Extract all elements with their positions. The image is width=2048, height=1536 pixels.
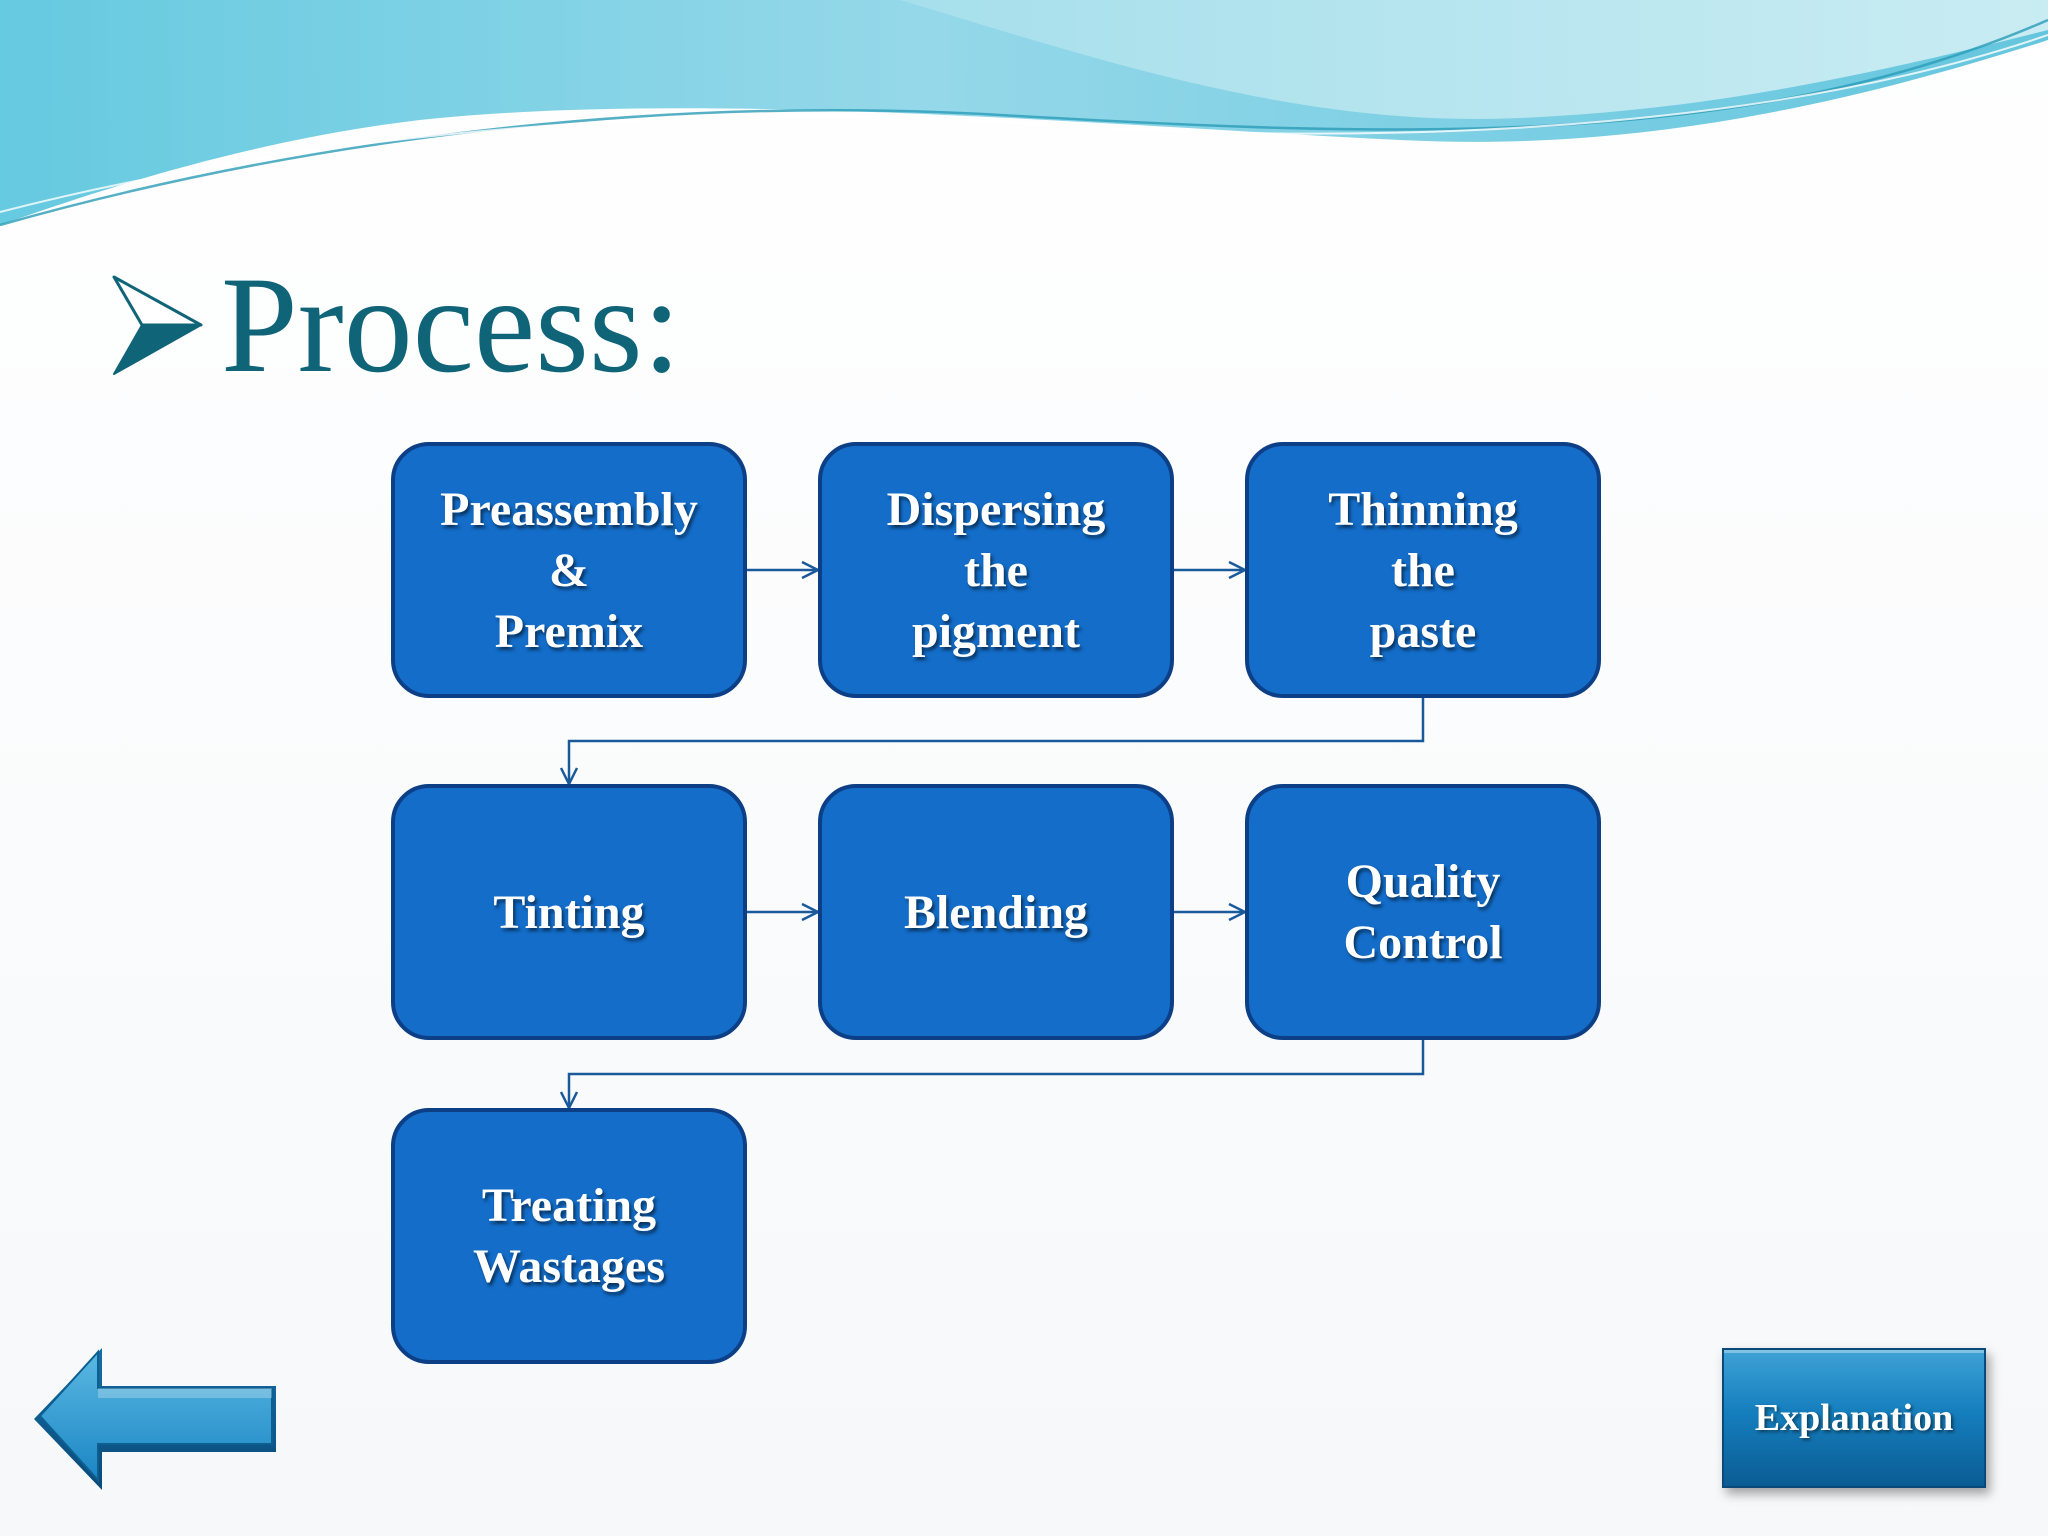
connector-quality-to-treating [569,1040,1425,1108]
header-wave [0,0,2048,227]
slide-title: Process: [110,250,681,400]
explanation-button[interactable]: Explanation [1722,1348,1986,1488]
connector-thinning-to-tinting [569,698,1425,784]
process-step-quality-control: Quality Control [1245,784,1601,1040]
process-step-preassembly: Preassembly & Premix [391,442,747,698]
process-step-treating-wastages: Treating Wastages [391,1108,747,1364]
process-step-dispersing: Dispersing the pigment [818,442,1174,698]
process-step-thinning: Thinning the paste [1245,442,1601,698]
arrowhead-bullet-icon [112,275,203,375]
page-title: Process: [221,248,681,401]
left-arrow-icon[interactable] [32,1346,282,1492]
process-step-tinting: Tinting [391,784,747,1040]
process-step-blending: Blending [818,784,1174,1040]
